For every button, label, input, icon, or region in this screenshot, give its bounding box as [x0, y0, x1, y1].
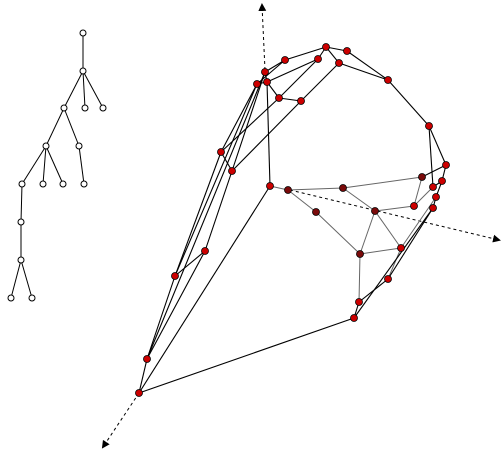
vertex	[314, 55, 322, 63]
vertex-back	[339, 184, 347, 192]
tree	[7, 29, 107, 302]
vertex	[384, 275, 392, 283]
vertex	[297, 97, 305, 105]
tree-node	[60, 104, 68, 112]
tree-node	[17, 256, 25, 264]
axis-down-left	[101, 392, 140, 449]
vertex-back	[371, 207, 379, 215]
vertex	[201, 247, 209, 255]
vertex	[135, 389, 143, 397]
tree-node	[99, 104, 107, 112]
axis-up	[258, 3, 267, 71]
polytope-front-edges	[138, 46, 447, 394]
axes	[101, 3, 501, 449]
vertex-back	[418, 173, 426, 181]
vertex-back	[284, 186, 292, 194]
tree-node	[59, 180, 67, 188]
vertex	[266, 182, 274, 190]
vertex-back	[356, 250, 364, 258]
polytope-back-vertices	[284, 173, 426, 258]
tree-node	[18, 180, 26, 188]
tree-node	[81, 104, 89, 112]
vertex	[429, 204, 437, 212]
tree-node	[75, 142, 83, 150]
polytope-back-edges	[269, 176, 437, 303]
vertex	[171, 272, 179, 280]
vertex	[397, 244, 405, 252]
tree-node	[39, 180, 47, 188]
vertex	[275, 94, 283, 102]
axis-right	[289, 189, 501, 243]
vertex	[355, 298, 363, 306]
polytope-front-vertices	[135, 43, 450, 397]
vertex	[335, 59, 343, 67]
vertex	[228, 167, 236, 175]
vertex	[425, 122, 433, 130]
tree-node	[80, 180, 88, 188]
tree-node	[7, 294, 15, 302]
vertex	[261, 68, 269, 76]
vertex	[429, 183, 437, 191]
vertex	[143, 355, 151, 363]
vertex	[384, 76, 392, 84]
tree-node	[28, 294, 36, 302]
vertex	[263, 78, 271, 86]
vertex	[442, 161, 450, 169]
vertex	[343, 47, 351, 55]
vertex	[438, 177, 446, 185]
tree-node	[42, 142, 50, 150]
vertex	[281, 56, 289, 64]
vertex	[410, 202, 418, 210]
tree-node	[79, 67, 87, 75]
vertex	[217, 148, 225, 156]
tree-nodes	[7, 29, 107, 302]
vertex	[322, 43, 330, 51]
tree-edges	[10, 33, 104, 299]
vertex-back	[312, 208, 320, 216]
tree-node	[17, 218, 25, 226]
vertex	[350, 314, 358, 322]
vertex	[432, 193, 440, 201]
tree-node	[79, 29, 87, 37]
vertex	[253, 80, 261, 88]
